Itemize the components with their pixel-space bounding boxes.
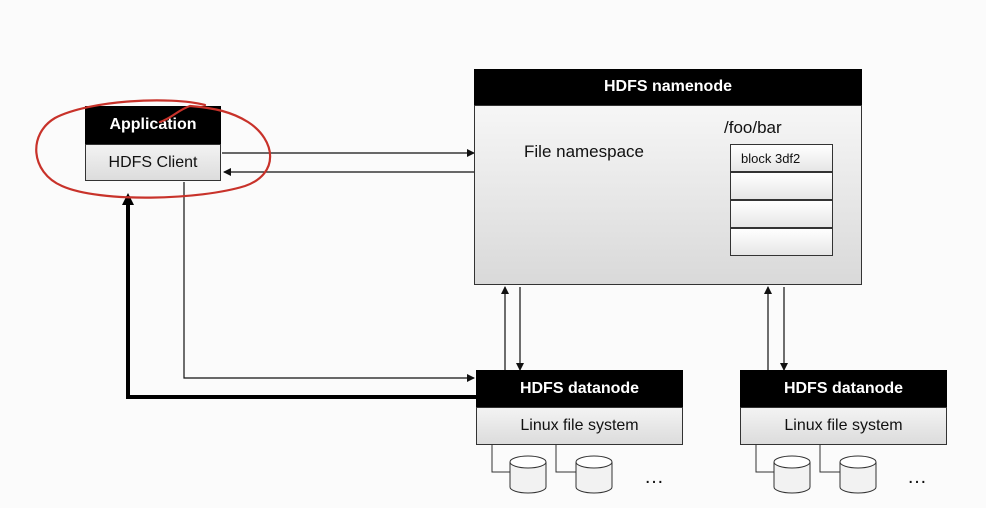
datanode2-more-disks: … xyxy=(907,466,927,488)
datanode1-more-disks: … xyxy=(644,466,664,488)
application-title: Application xyxy=(85,106,221,144)
block-row xyxy=(730,172,833,200)
namenode-title: HDFS namenode xyxy=(474,69,862,105)
datanode2-filesystem: Linux file system xyxy=(740,407,947,445)
file-namespace-label: File namespace xyxy=(524,142,645,161)
block-row: block 3df2 xyxy=(730,144,833,172)
block-row xyxy=(730,228,833,256)
datanode2-disks xyxy=(755,445,877,494)
datanode1-filesystem: Linux file system xyxy=(476,407,683,445)
red-highlight-ellipse xyxy=(35,99,272,199)
datanode2-title: HDFS datanode xyxy=(740,370,947,407)
client-to-datanode-arrow xyxy=(183,182,475,382)
datanode1-disks xyxy=(491,445,613,494)
datanode-to-client-arrow xyxy=(122,193,476,399)
block-row xyxy=(730,200,833,228)
datanode1-title: HDFS datanode xyxy=(476,370,683,407)
file-path-label: /foo/bar xyxy=(724,118,782,137)
hdfs-client-box: HDFS Client xyxy=(85,144,221,181)
